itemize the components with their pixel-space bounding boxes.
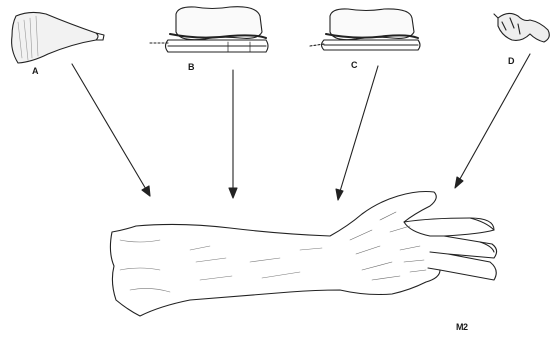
label-c: C xyxy=(351,60,358,70)
arm-illustration xyxy=(110,192,496,317)
artist-signature: M2 xyxy=(456,322,468,332)
arrow-d xyxy=(455,54,530,188)
item-d-fragment xyxy=(494,13,549,42)
label-d: D xyxy=(508,56,515,66)
item-a-tube xyxy=(12,12,104,63)
arrow-b xyxy=(229,70,237,198)
item-b-pad xyxy=(150,7,268,52)
item-c-pad xyxy=(310,9,420,50)
label-a: A xyxy=(32,66,39,76)
arrow-a xyxy=(72,64,150,196)
label-b: B xyxy=(188,62,195,72)
arrow-c xyxy=(336,66,378,200)
